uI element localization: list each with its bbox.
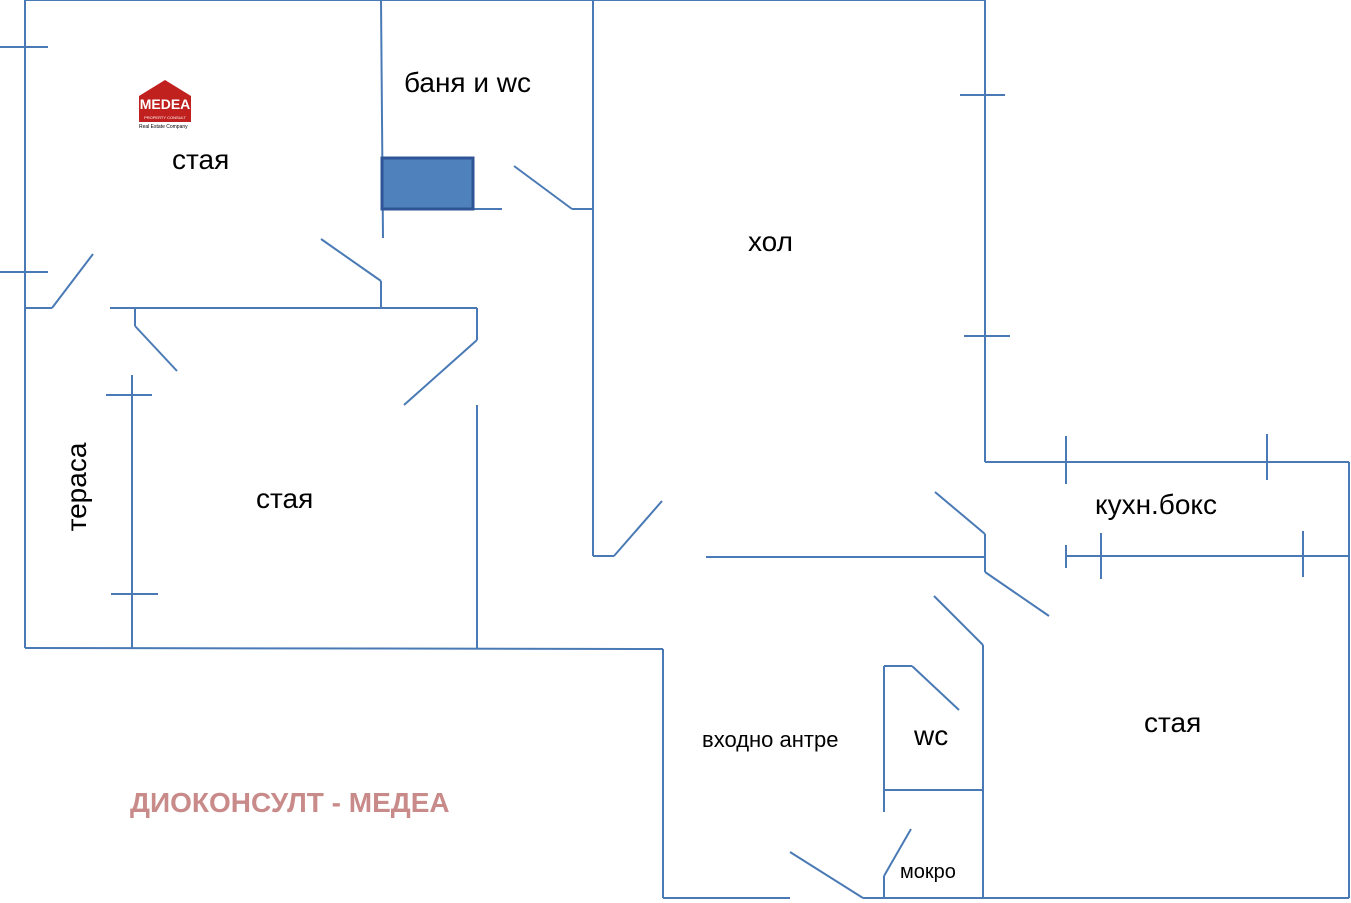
logo-tagline: Real Estate Company bbox=[139, 124, 188, 130]
label-entrance: входно антре bbox=[702, 727, 838, 752]
logo-subtitle: PROPERTY CONSULT bbox=[144, 115, 186, 120]
bathroom-fixture bbox=[380, 156, 475, 211]
watermark: ДИОКОНСУЛТ - МЕДЕА bbox=[130, 787, 450, 818]
label-bathroom: баня и wc bbox=[404, 67, 531, 98]
logo-name: MEDEA bbox=[140, 96, 191, 112]
label-room-top-left: стая bbox=[172, 144, 229, 175]
label-kitchen-box: кухн.бокс bbox=[1095, 489, 1217, 520]
logo-roof-icon bbox=[139, 80, 191, 122]
label-room-middle: стая bbox=[256, 483, 313, 514]
door-swings bbox=[51, 165, 1050, 899]
room-labels: баня и wc стая хол тераса стая кухн.бокс… bbox=[61, 67, 1217, 883]
label-wc: wc bbox=[913, 720, 948, 751]
label-hall: хол bbox=[748, 226, 793, 257]
label-room-bottom-right: стая bbox=[1144, 707, 1201, 738]
label-wet-area: мокро bbox=[900, 861, 956, 883]
label-terrace: тераса bbox=[61, 442, 92, 531]
medea-logo: MEDEA PROPERTY CONSULT Real Estate Compa… bbox=[139, 80, 191, 130]
